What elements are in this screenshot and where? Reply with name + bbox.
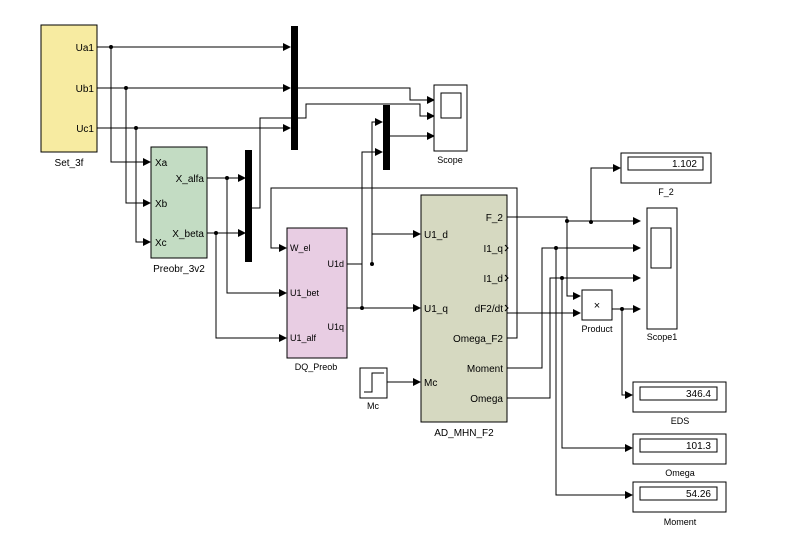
- multiply-icon: ×: [594, 300, 600, 312]
- port-x-alfa: X_alfa: [176, 174, 205, 185]
- signal-lines: [97, 43, 641, 499]
- port-x-beta: X_beta: [172, 229, 204, 240]
- f2-value: 1.102: [672, 159, 697, 170]
- port-xb: Xb: [155, 199, 168, 210]
- port-u1-bet: U1_bet: [290, 288, 320, 298]
- eds-value: 346.4: [686, 389, 711, 400]
- port-u1d: U1d: [327, 259, 344, 269]
- dq-label: DQ_Preob: [295, 362, 338, 372]
- display-omega[interactable]: 101.3 Omega: [632, 433, 727, 478]
- port-u1-d: U1_d: [424, 230, 448, 241]
- scope1-label: Scope1: [647, 332, 678, 342]
- port-df2-dt: dF2/dt: [475, 304, 504, 315]
- omega-label: Omega: [665, 468, 695, 478]
- port-uc1: Uc1: [76, 124, 94, 135]
- block-mc[interactable]: Mc: [359, 367, 388, 411]
- preobr-label: Preobr_3v2: [153, 264, 205, 275]
- block-dq-preob[interactable]: W_el U1_bet U1_alf U1d U1q DQ_Preob: [286, 227, 348, 372]
- port-i1-d: I1_d: [484, 274, 503, 285]
- display-moment[interactable]: 54.26 Moment: [632, 481, 727, 527]
- port-ub1: Ub1: [76, 84, 95, 95]
- block-ad-mhn-f2[interactable]: U1_d U1_q Mc F_2 I1_q I1_d dF2/dt Omega_…: [420, 194, 508, 439]
- block-scope1[interactable]: Scope1: [646, 207, 678, 342]
- port-w-el: W_el: [290, 243, 311, 253]
- block-set-3f[interactable]: Ua1 Ub1 Uc1 Set_3f: [40, 24, 98, 169]
- omega-value: 101.3: [686, 441, 711, 452]
- port-u1-alf: U1_alf: [290, 333, 317, 343]
- mux-3[interactable]: [383, 105, 390, 170]
- scope-screen-icon: [440, 92, 462, 119]
- scope-label: Scope: [437, 155, 463, 165]
- port-omega-f2: Omega_F2: [453, 334, 503, 345]
- moment-value: 54.26: [686, 489, 711, 500]
- block-preobr-3v2[interactable]: Xa Xb Xc X_alfa X_beta Preobr_3v2: [150, 146, 208, 275]
- scope1-screen-icon: [650, 227, 672, 269]
- port-moment: Moment: [467, 364, 503, 375]
- port-xc: Xc: [155, 238, 167, 249]
- eds-label: EDS: [671, 416, 690, 426]
- product-label: Product: [581, 324, 613, 334]
- set-3f-label: Set_3f: [55, 158, 84, 169]
- block-scope[interactable]: Scope: [433, 84, 468, 165]
- f2-label: F_2: [658, 187, 674, 197]
- port-ua1: Ua1: [76, 43, 95, 54]
- moment-label: Moment: [664, 517, 697, 527]
- display-f2[interactable]: 1.102 F_2: [620, 152, 712, 197]
- port-xa: Xa: [155, 158, 168, 169]
- port-chevrons: [504, 244, 509, 312]
- display-eds[interactable]: 346.4 EDS: [632, 381, 727, 426]
- port-i1-q: I1_q: [484, 244, 503, 255]
- mc-label: Mc: [367, 401, 379, 411]
- port-u1-q: U1_q: [424, 304, 448, 315]
- junction-dots: [109, 45, 624, 311]
- port-f-2: F_2: [486, 213, 504, 224]
- port-mc: Mc: [424, 378, 437, 389]
- ad-label: AD_MHN_F2: [434, 428, 494, 439]
- port-omega: Omega: [470, 394, 503, 405]
- mux-1[interactable]: [291, 26, 298, 150]
- block-product[interactable]: × Product: [581, 289, 613, 334]
- step-icon: [364, 372, 384, 393]
- port-u1q: U1q: [327, 322, 344, 332]
- mux-2[interactable]: [245, 150, 252, 262]
